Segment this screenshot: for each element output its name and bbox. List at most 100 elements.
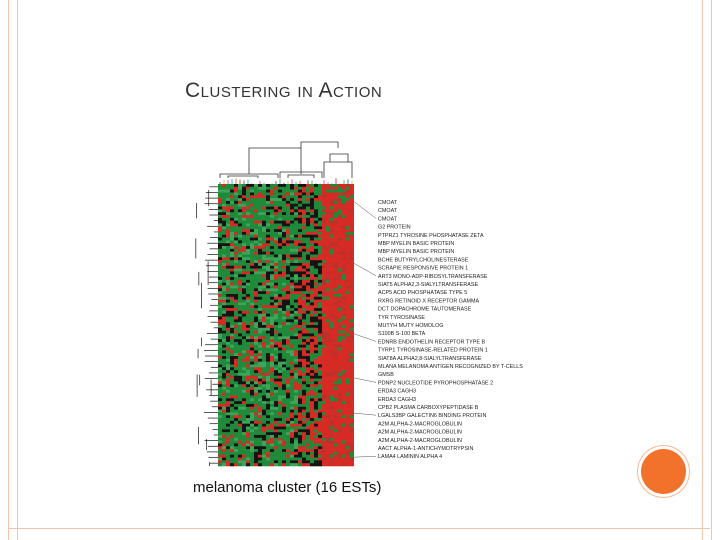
- heatmap-cell: [286, 305, 290, 309]
- heatmap-cell: [246, 463, 250, 467]
- heatmap-cell: [342, 330, 346, 334]
- heatmap-cell: [318, 341, 322, 346]
- heatmap-cell: [262, 257, 266, 261]
- heatmap-cell: [222, 418, 226, 422]
- leader-line: [353, 263, 377, 277]
- heatmap-cell: [258, 268, 262, 272]
- heatmap-cell: [278, 449, 282, 453]
- heatmap-cell: [298, 293, 302, 298]
- heatmap-cell: [330, 341, 334, 346]
- heatmap-cell: [254, 446, 258, 450]
- heatmap-cell: [242, 217, 246, 221]
- heatmap-cell: [310, 378, 314, 382]
- heatmap-cell: [326, 293, 330, 298]
- heatmap-cell: [246, 454, 250, 458]
- heatmap-cell: [314, 392, 318, 396]
- heatmap-cell: [242, 434, 246, 439]
- heatmap-cell: [274, 277, 278, 281]
- heatmap-cell: [334, 308, 338, 312]
- heatmap-cell: [222, 237, 226, 241]
- heatmap-cell: [266, 299, 270, 303]
- heatmap-cell: [290, 279, 294, 283]
- heatmap-cell: [266, 296, 270, 300]
- heatmap-cell: [226, 364, 230, 368]
- heatmap-cell: [230, 246, 234, 250]
- heatmap-cell: [326, 420, 330, 424]
- heatmap-cell: [242, 229, 246, 233]
- heatmap-cell: [314, 375, 318, 379]
- heatmap-cell: [338, 356, 342, 360]
- heatmap-cell: [330, 356, 334, 360]
- heatmap-cell: [298, 203, 302, 207]
- heatmap-cell: [218, 223, 222, 227]
- heatmap-cell: [338, 248, 342, 252]
- heatmap-cell: [330, 412, 334, 416]
- heatmap-cell: [238, 446, 242, 450]
- heatmap-cell: [322, 198, 326, 202]
- heatmap-cell: [318, 347, 322, 351]
- heatmap-cell: [234, 246, 238, 250]
- heatmap-cell: [294, 350, 298, 354]
- heatmap-cell: [282, 403, 286, 408]
- heatmap-cell: [254, 319, 258, 323]
- heatmap-cell: [258, 446, 262, 450]
- heatmap-cell: [246, 299, 250, 303]
- heatmap-cell: [342, 310, 346, 315]
- heatmap-cell: [250, 223, 254, 227]
- heatmap-cell: [294, 282, 298, 286]
- heatmap-cell: [250, 189, 254, 193]
- heatmap-cell: [218, 268, 222, 272]
- heatmap-cell: [258, 260, 262, 264]
- heatmap-cell: [234, 463, 238, 467]
- heatmap-cell: [278, 203, 282, 207]
- heatmap-cell: [350, 305, 354, 309]
- heatmap-cell: [266, 432, 270, 436]
- heatmap-cell: [346, 206, 350, 210]
- heatmap-cell: [250, 460, 254, 464]
- heatmap-cell: [222, 361, 226, 365]
- heatmap-cell: [306, 372, 310, 377]
- heatmap-cell: [266, 372, 270, 377]
- heatmap-cell: [302, 310, 306, 315]
- heatmap-cell: [226, 319, 230, 323]
- heatmap-cell: [262, 186, 266, 190]
- heatmap-cell: [254, 353, 258, 357]
- heatmap-cell: [298, 432, 302, 436]
- heatmap-cell: [218, 415, 222, 419]
- heatmap-cell: [258, 449, 262, 453]
- heatmap-cell: [218, 274, 222, 278]
- heatmap-cell: [238, 296, 242, 300]
- heatmap-cell: [298, 268, 302, 272]
- heatmap-cell: [310, 243, 314, 247]
- heatmap-cell: [302, 229, 306, 233]
- heatmap-cell: [294, 184, 298, 188]
- heatmap-cell: [350, 426, 354, 430]
- heatmap-cell: [234, 293, 238, 298]
- heatmap-cell: [270, 254, 274, 258]
- heatmap-cell: [334, 432, 338, 436]
- heatmap-cell: [222, 412, 226, 416]
- heatmap-cell: [322, 426, 326, 430]
- heatmap-cell: [286, 291, 290, 295]
- heatmap-cell: [322, 248, 326, 252]
- heatmap-cell: [322, 420, 326, 424]
- heatmap-cell: [250, 423, 254, 427]
- heatmap-cell: [330, 302, 334, 306]
- heatmap-cell: [322, 358, 326, 362]
- heatmap-cell: [306, 392, 310, 396]
- heatmap-cell: [246, 279, 250, 283]
- heatmap-cell: [286, 237, 290, 241]
- heatmap-cell: [242, 322, 246, 326]
- heatmap-cell: [250, 415, 254, 419]
- heatmap-cell: [298, 288, 302, 292]
- heatmap-cell: [290, 347, 294, 351]
- heatmap-cell: [266, 350, 270, 354]
- heatmap-cell: [342, 426, 346, 430]
- heatmap-cell: [310, 305, 314, 309]
- heatmap-cell: [346, 409, 350, 413]
- heatmap-cell: [294, 237, 298, 241]
- heatmap-cell: [258, 313, 262, 317]
- heatmap-cell: [230, 460, 234, 464]
- heatmap-cell: [222, 437, 226, 441]
- heatmap-cell: [282, 440, 286, 444]
